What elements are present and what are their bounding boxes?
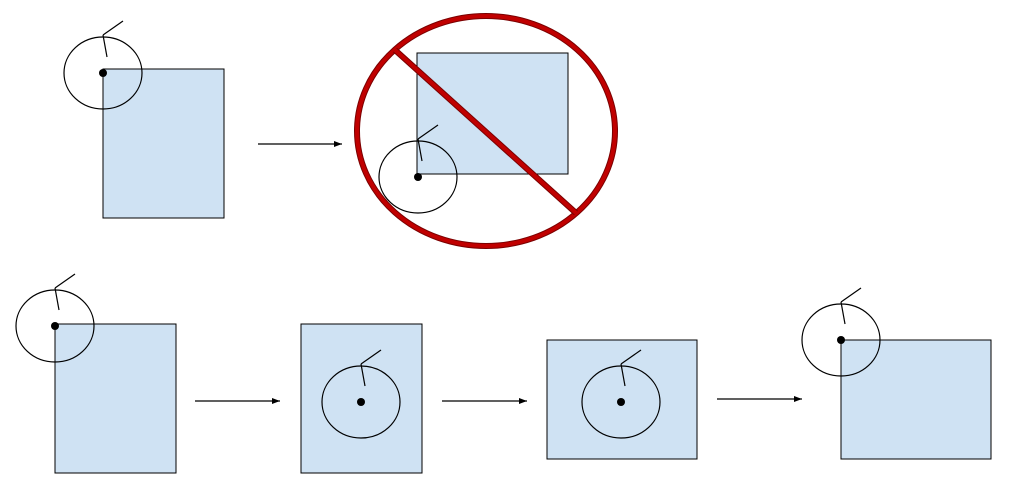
bottom-step-rotated-centered [546, 339, 698, 460]
incorrect-row [63, 13, 618, 249]
correct-row [15, 273, 992, 474]
rotation-handle-icon [15, 273, 95, 363]
rotation-handle-icon [581, 349, 661, 439]
rotation-handle-icon [321, 349, 401, 439]
shape-rectangle [102, 68, 225, 219]
bottom-step-start [15, 273, 177, 474]
shape-rectangle [54, 323, 177, 474]
shape-rectangle [416, 52, 569, 175]
prohibited-sign-icon [354, 13, 618, 249]
rotation-handle-icon [63, 20, 143, 110]
top-step-start [63, 20, 225, 219]
bottom-step-handle-restored [801, 287, 992, 460]
rotation-handle-icon [378, 124, 458, 214]
bottom-step-handle-centered [300, 323, 423, 474]
rotation-handle-icon [801, 287, 881, 377]
shape-rectangle [840, 339, 992, 460]
top-step-prohibited [354, 13, 618, 249]
